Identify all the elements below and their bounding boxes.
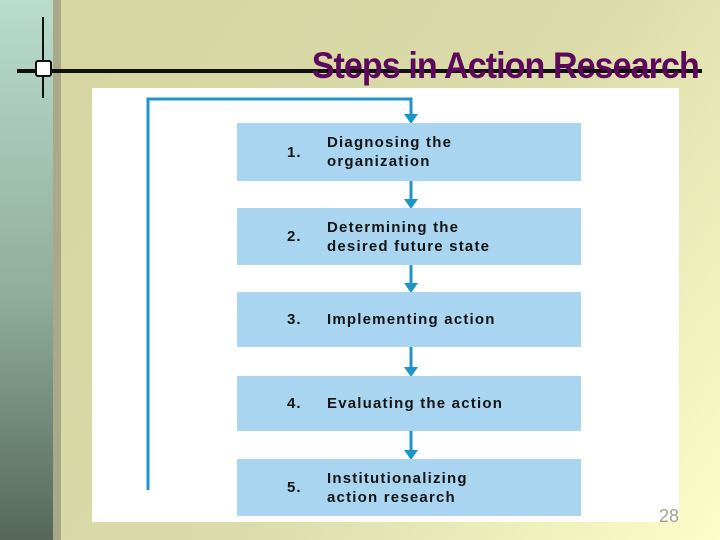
step-label: Evaluating the action [327,395,504,412]
olive-stripe [53,0,61,540]
slide-page-number: 28 [659,506,680,526]
flow-connector-arrows [146,97,418,490]
step-label: Determining the desired future state [327,218,491,255]
step-label: Diagnosing the organization [327,134,453,170]
step-number: 5. [287,479,302,496]
sidebar-gradient-bar [0,0,53,540]
decoration-square [35,60,52,77]
step-number: 4. [287,395,302,412]
step-box-1: 1. Diagnosing the organization [237,123,581,181]
step-box-3: 3. Implementing action [237,292,581,347]
title-underline [17,69,702,73]
decoration-vertical-line [42,17,44,98]
step-label: Implementing action [327,311,496,328]
step-number: 3. [287,311,302,328]
step-box-2: 2. Determining the desired future state [237,208,581,265]
step-box-5: 5. Institutionalizing action research [237,459,581,516]
step-number: 1. [287,143,302,161]
step-box-4: 4. Evaluating the action [237,376,581,431]
step-number: 2. [287,228,302,245]
diagram-panel: 1. Diagnosing the organization 2. Determ… [92,88,679,522]
step-label: Institutionalizing action research [327,469,468,506]
slide-title: Steps in Action Research [311,44,700,86]
